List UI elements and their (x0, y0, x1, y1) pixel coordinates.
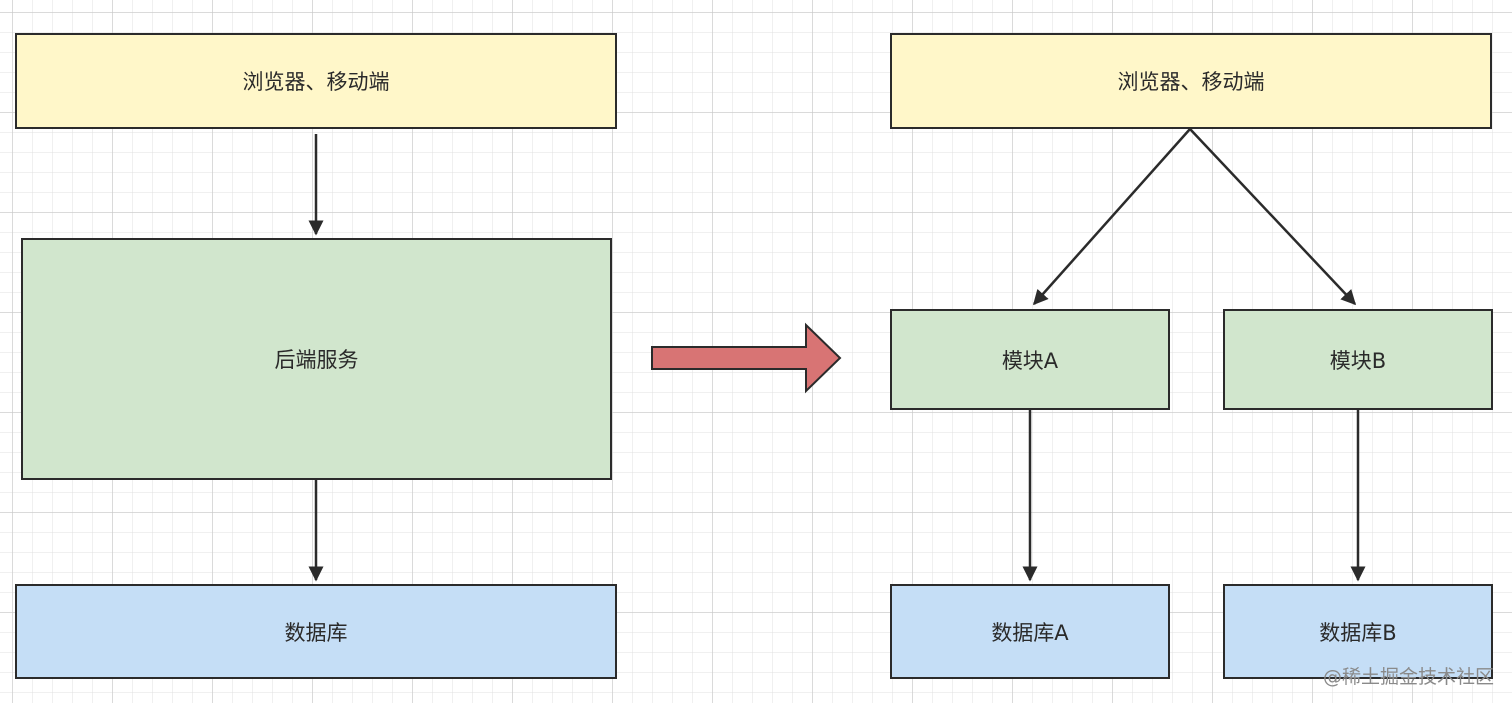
left-backend-service-label: 后端服务 (274, 348, 359, 372)
database-a-label: 数据库A (991, 620, 1069, 645)
transform-arrow (651, 322, 842, 394)
module-b-node[interactable]: 模块B (1223, 309, 1493, 410)
database-a-node[interactable]: 数据库A (890, 584, 1170, 679)
database-b-node[interactable]: 数据库B (1223, 584, 1493, 679)
module-a-label: 模块A (1001, 348, 1059, 373)
right-client-label: 浏览器、移动端 (1117, 70, 1265, 94)
database-b-label: 数据库B (1319, 620, 1397, 645)
module-b-label: 模块B (1329, 348, 1387, 373)
left-database-label: 数据库 (284, 620, 348, 645)
left-client-label: 浏览器、移动端 (242, 70, 390, 94)
module-a-node[interactable]: 模块A (890, 309, 1170, 410)
left-backend-service-node[interactable]: 后端服务 (21, 238, 612, 480)
right-client-node[interactable]: 浏览器、移动端 (890, 33, 1492, 129)
left-database-node[interactable]: 数据库 (15, 584, 617, 679)
watermark-text: @稀土掘金技术社区 (1322, 666, 1494, 688)
left-client-node[interactable]: 浏览器、移动端 (15, 33, 617, 129)
edge-client-to-module-a (1033, 128, 1191, 306)
edge-client-to-module-b (1189, 128, 1357, 306)
